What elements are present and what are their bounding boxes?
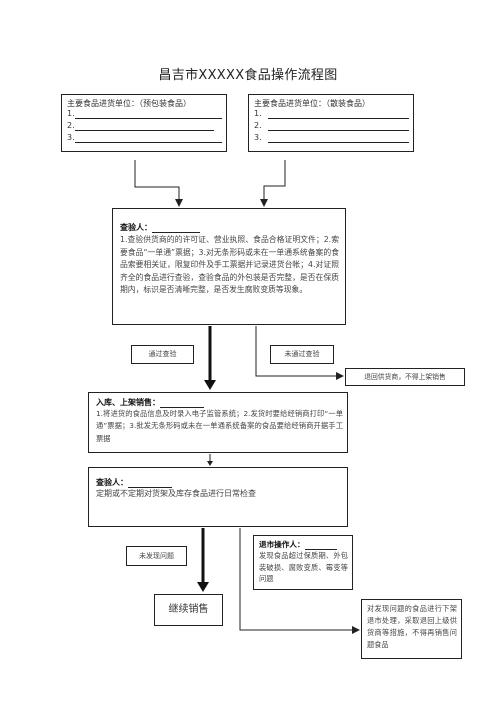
supplier-packaged-line-3: 3. (67, 133, 222, 145)
storage-box: 入库、上架销售： 1.将进货的食品信息及时录入电子监管系统；2.发货时要给经销商… (88, 392, 348, 453)
handle-text: 对发现问题的食品进行下架退市处理，采取退回上级供货商等措施，不得再销售问题食品 (367, 604, 457, 649)
recall-blank (304, 549, 337, 550)
return-label: 退回供货商，不得上架销售 (345, 368, 465, 386)
inspector-blank-1 (152, 232, 200, 233)
storage-text: 1.将进货的食品信息及时录入电子监管系统；2.发货时要给经销商打印“一单通”票据… (96, 409, 343, 443)
inspector-blank-2 (128, 487, 172, 488)
supplier-bulk-box: 主要食品进货单位：（散装食品） 1. 2. 3. (248, 94, 414, 152)
arrow-packaged-to-inspector (134, 160, 183, 207)
continue-box: 继续销售 (154, 594, 223, 626)
inspector-label-1: 查验人： (120, 223, 152, 232)
inspector-label-2: 查验人： (96, 478, 128, 487)
pass-label: 通过查验 (131, 345, 194, 364)
recall-text: 发现食品超过保质期、外包装破损、腐败变质、霉变等问题 (259, 551, 348, 583)
arrow-fail-to-return (255, 326, 344, 380)
recall-box: 退市操作人： 发现食品超过保质期、外包装破损、腐败变质、霉变等问题 (253, 535, 353, 590)
supplier-packaged-line-1: 1. (67, 109, 222, 121)
fail-label: 未通过查验 (270, 345, 334, 364)
supplier-packaged-heading: 主要食品进货单位：（预包装食品） (67, 99, 191, 108)
arrow-continue-head (197, 582, 209, 592)
inspector-box-1: 查验人： 1.查验供货商的的许可证、营业执照、食品合格证明文件；2.索要食品“一… (112, 208, 346, 325)
page-title: 昌吉市XXXXX食品操作流程图 (158, 68, 338, 83)
storage-label: 入库、上架销售： (96, 398, 160, 407)
arrow-pass-head (204, 380, 216, 390)
inspector-box-2: 查验人： 定期或不定期对货架及库存食品进行日常检查 (88, 467, 348, 527)
no-issue-label: 未发现问题 (126, 546, 187, 566)
supplier-packaged-line-2: 2. (67, 121, 222, 133)
arrow-bulk-to-inspector (260, 160, 286, 207)
arrow-storage-head (207, 461, 213, 466)
supplier-bulk-line-3: 3. (254, 133, 409, 145)
arrow-issue-to-handle (239, 528, 360, 634)
supplier-packaged-box: 主要食品进货单位：（预包装食品） 1. 2. 3. (61, 94, 227, 152)
handle-box: 对发现问题的食品进行下架退市处理，采取退回上级供货商等措施，不得再销售问题食品 (361, 599, 462, 659)
supplier-bulk-line-2: 2. (254, 121, 409, 133)
inspector-text-2: 定期或不定期对货架及库存食品进行日常检查 (96, 489, 256, 498)
inspector-text-1: 1.查验供货商的的许可证、营业执照、食品合格证明文件；2.索要食品“一单通”票据… (120, 235, 339, 295)
supplier-bulk-heading: 主要食品进货单位：（散装食品） (254, 99, 370, 108)
supplier-bulk-line-1: 1. (254, 109, 409, 121)
storage-blank (160, 407, 204, 408)
recall-label: 退市操作人： (259, 540, 305, 549)
